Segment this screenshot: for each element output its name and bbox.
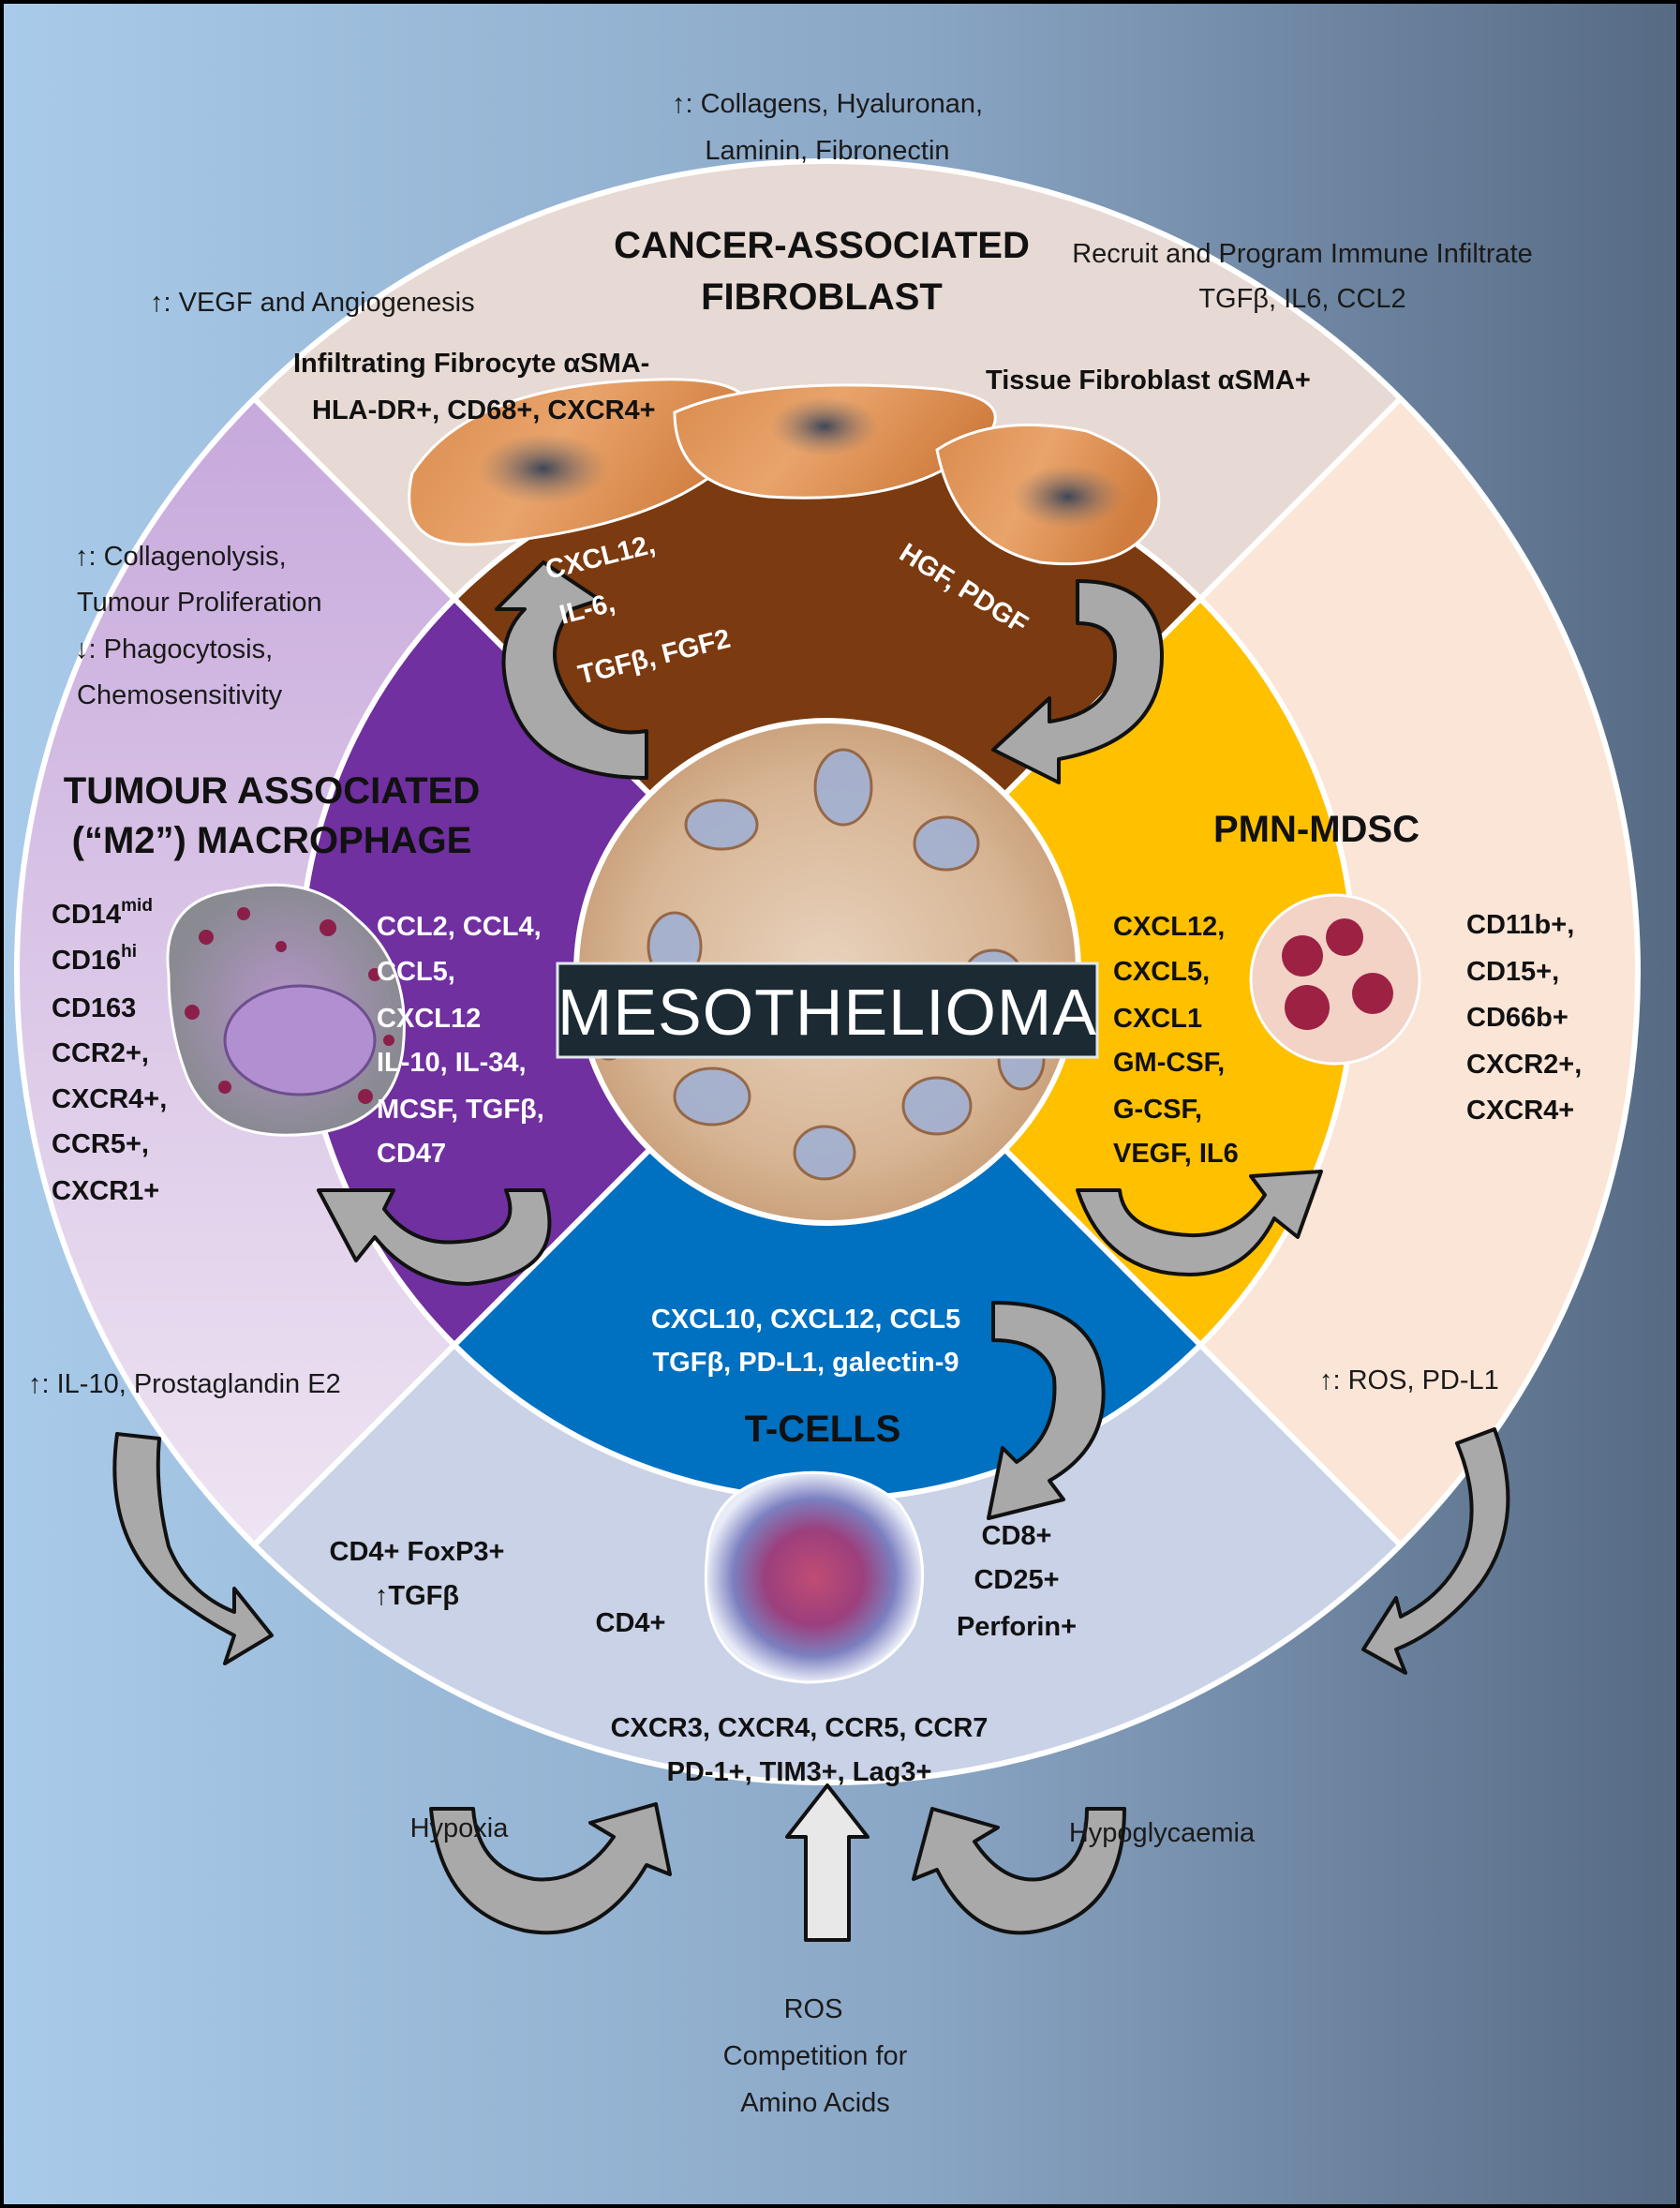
- tcell-inner-sector: [454, 972, 1200, 1499]
- fibroblast-cells: [408, 378, 1161, 566]
- ros-label: ROS: [784, 1994, 843, 2024]
- macrophage-effect-2: Tumour Proliferation: [77, 588, 322, 618]
- mdsc-marker: CXCR4+: [1466, 1096, 1574, 1126]
- macrophage-cytokine: CXCL12: [377, 1004, 481, 1034]
- macrophage-title-1: TUMOUR ASSOCIATED: [64, 770, 480, 812]
- mdsc-cytokine: CXCL12,: [1113, 912, 1225, 942]
- macrophage-effect-1: ↑: Collagenolysis,: [75, 542, 287, 572]
- fibrocyte-label-1: Infiltrating Fibrocyte αSMA-: [293, 349, 649, 379]
- core-micrograph: MESOTHELIOMA: [556, 718, 1099, 1226]
- macrophage-title-2: (“M2”) MACROPHAGE: [72, 820, 472, 861]
- fibroblast-right-note-2: TGFβ, IL6, CCL2: [1198, 284, 1405, 314]
- macrophage-cytokine-list: CCL2, CCL4, CCL5, CXCL12 IL-10, IL-34, M…: [377, 912, 544, 1169]
- arrow-ros: [785, 1783, 870, 1942]
- cd8-label-2: CD25+: [974, 1565, 1059, 1595]
- mdsc-cytokine: CXCL5,: [1113, 957, 1210, 987]
- macrophage-marker: CD163: [52, 993, 136, 1023]
- macrophage-marker: CD16hi: [52, 942, 137, 976]
- macrophage-marker-list: CD14mid CD16hi CD163 CCR2+, CXCR4+, CCR5…: [52, 896, 167, 1206]
- macrophage-effect-3: ↓: Phagocytosis,: [75, 634, 273, 664]
- arrow-fibroblast-right: [991, 579, 1164, 784]
- macrophage-marker: CD14mid: [52, 896, 153, 930]
- mdsc-texts: PMN-MDSC CXCL12, CXCL5, CXCL1 GM-CSF, G-…: [1113, 809, 1582, 1395]
- hypoglycaemia-label: Hypoglycaemia: [1069, 1818, 1256, 1848]
- cd8-label-1: CD8+: [982, 1521, 1052, 1551]
- mdsc-cytokine-list: CXCL12, CXCL5, CXCL1 GM-CSF, G-CSF, VEGF…: [1113, 912, 1239, 1169]
- mdsc-cytokine: G-CSF,: [1113, 1095, 1202, 1125]
- macrophage-marker: CXCR4+,: [52, 1084, 167, 1114]
- macrophage-cytokine: CCL2, CCL4,: [377, 912, 542, 942]
- cd4-label: CD4+: [596, 1608, 666, 1638]
- mdsc-cytokine: VEGF, IL6: [1113, 1139, 1239, 1169]
- fibroblast-title-2: FIBROBLAST: [701, 276, 943, 318]
- mdsc-marker: CD15+,: [1466, 957, 1559, 987]
- mdsc-marker-list: CD11b+, CD15+, CD66b+ CXCR2+, CXCR4+: [1466, 910, 1582, 1126]
- macrophage-cytokine: CD47: [377, 1139, 446, 1169]
- macrophage-marker: CXCR1+: [52, 1176, 159, 1206]
- fibroblast-inner-sector: [454, 444, 1200, 972]
- arrow-hypoxia: [429, 1802, 672, 1935]
- macrophage-texts: ↑: Collagenolysis, Tumour Proliferation …: [28, 542, 544, 1399]
- treg-label-1: CD4+ FoxP3+: [330, 1537, 505, 1567]
- mdsc-bottom-note: ↑: ROS, PD-L1: [1319, 1365, 1499, 1395]
- macrophage-marker: CCR5+,: [52, 1129, 149, 1159]
- tcell-receptor-2: PD-1+, TIM3+, Lag3+: [667, 1757, 932, 1787]
- tcell-receptor-1: CXCR3, CXCR4, CCR5, CCR7: [611, 1713, 989, 1743]
- tcell-title: T-CELLS: [745, 1409, 901, 1450]
- mdsc-title: PMN-MDSC: [1213, 809, 1420, 850]
- fibroblast-title-1: CANCER-ASSOCIATED: [614, 225, 1030, 266]
- mdsc-cytokine: GM-CSF,: [1113, 1048, 1225, 1078]
- macrophage-effect-4: Chemosensitivity: [77, 680, 283, 710]
- mdsc-marker: CXCR2+,: [1466, 1050, 1582, 1080]
- flow-arrows: [112, 560, 1510, 1942]
- treg-label-2: ↑TGFβ: [375, 1581, 459, 1611]
- hypoxia-label: Hypoxia: [410, 1813, 510, 1843]
- arrow-macrophage: [317, 1188, 552, 1286]
- arrow-tcell: [987, 1301, 1106, 1520]
- core-label: MESOTHELIOMA: [558, 976, 1097, 1049]
- arrow-mdsc: [1076, 1170, 1323, 1276]
- macrophage-cytokine: IL-10, IL-34,: [377, 1048, 527, 1078]
- cd8-label-3: Perforin+: [957, 1612, 1077, 1642]
- environment-texts: Hypoxia Hypoglycaemia ROS Competition fo…: [410, 1813, 1256, 2118]
- fibroblast-top-note-1: ↑: Collagens, Hyaluronan,: [672, 89, 983, 119]
- arrow-outer-left: [112, 1432, 274, 1665]
- arrow-outer-right: [1361, 1427, 1510, 1675]
- macrophage-cell: [166, 883, 406, 1137]
- tcell-texts: CXCL10, CXCL12, CCL5 TGFβ, PD-L1, galect…: [330, 1305, 1078, 1787]
- fibrocyte-label-2: HLA-DR+, CD68+, CXCR4+: [312, 395, 656, 425]
- macrophage-cytokine: MCSF, TGFβ,: [377, 1095, 544, 1125]
- amino-competition-label-2: Amino Acids: [740, 2088, 890, 2118]
- arrow-hypoglycaemia: [912, 1807, 1126, 1935]
- macrophage-bottom-note: ↑: IL-10, Prostaglandin E2: [28, 1369, 341, 1399]
- mdsc-cytokine: CXCL1: [1113, 1004, 1202, 1034]
- fibroblast-right-note-1: Recruit and Program Immune Infiltrate: [1072, 239, 1533, 269]
- mdsc-cell: [1249, 893, 1421, 1066]
- mdsc-marker: CD11b+,: [1466, 910, 1574, 940]
- fibroblast-top-note-2: Laminin, Fibronectin: [705, 136, 949, 166]
- macrophage-marker: CCR2+,: [52, 1038, 149, 1068]
- t-cell: [704, 1470, 925, 1684]
- tissue-fibroblast-label: Tissue Fibroblast αSMA+: [986, 366, 1311, 395]
- amino-competition-label-1: Competition for: [723, 2041, 908, 2071]
- macrophage-cytokine: CCL5,: [377, 957, 455, 987]
- mdsc-marker: CD66b+: [1466, 1003, 1568, 1033]
- arrow-fibroblast-left: [495, 560, 648, 780]
- tcell-cytokine-1: CXCL10, CXCL12, CCL5: [651, 1305, 960, 1335]
- tcell-cytokine-2: TGFβ, PD-L1, galectin-9: [652, 1348, 959, 1378]
- fibroblast-left-note: ↑: VEGF and Angiogenesis: [150, 288, 475, 318]
